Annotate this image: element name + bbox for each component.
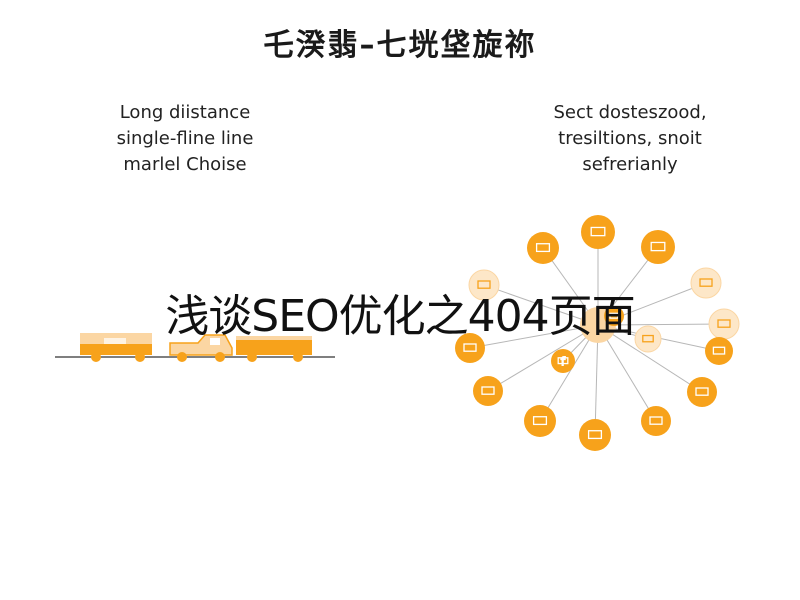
node-glyph (650, 241, 666, 252)
node-glyph (590, 226, 606, 237)
overlay-title: 浅谈SEO优化之404页面 (165, 291, 635, 342)
phone-icon (524, 405, 556, 437)
node-glyph (717, 319, 731, 328)
right-caption-line: sefrerianly (582, 154, 678, 175)
node-glyph (695, 387, 709, 396)
wheel (177, 352, 187, 362)
node-glyph (642, 334, 654, 343)
weather-icon (705, 337, 733, 365)
chart-icon (579, 419, 611, 451)
globe-icon (641, 230, 675, 264)
network-link (597, 323, 725, 326)
calendar-icon (468, 269, 500, 301)
node-glyph (532, 416, 548, 426)
left-caption-line: Long diistance (119, 102, 251, 123)
people-icon (641, 406, 671, 436)
wheel (215, 352, 225, 362)
left-caption-line: single-fline line (116, 128, 254, 149)
network-link (487, 324, 599, 392)
left-caption: Long diistance single-fline line marlel … (70, 100, 300, 178)
shop-icon (455, 333, 485, 363)
network-link (539, 324, 599, 422)
mail-icon (527, 232, 559, 264)
network-link (483, 284, 599, 326)
calendar-icon (581, 215, 615, 249)
node-glyph (587, 430, 603, 440)
note-icon (634, 325, 662, 353)
node-glyph (481, 386, 495, 395)
node-glyph (463, 343, 477, 352)
network-link (597, 324, 703, 393)
doc-icon (690, 267, 722, 299)
network-link (597, 324, 657, 422)
facebook-icon (551, 349, 575, 373)
wheel (135, 352, 145, 362)
wheel (247, 352, 257, 362)
trailer-stripe (80, 344, 152, 355)
node-glyph (557, 357, 569, 365)
node-glyph (609, 312, 619, 319)
node-glyph (699, 278, 713, 287)
wheel (293, 352, 303, 362)
rss-icon (604, 306, 624, 326)
trailer-body (236, 336, 312, 355)
page-title: 乇湀翡–七垙垡旋祢 (263, 28, 537, 63)
right-caption: Sect dosteszood, tresiltions, snoit sefr… (480, 100, 780, 178)
node-glyph (535, 243, 551, 253)
facebook-badge: f (560, 355, 566, 370)
node-glyph (712, 346, 726, 355)
network-link (469, 324, 599, 349)
node-glyph (649, 416, 663, 425)
card-icon (687, 377, 717, 407)
right-caption-line: tresiltions, snoit (558, 128, 702, 149)
left-caption-line: marlel Choise (123, 154, 247, 175)
wheel (91, 352, 101, 362)
person-icon (473, 376, 503, 406)
node-glyph (477, 280, 491, 289)
network-link (594, 324, 599, 436)
right-caption-line: Sect dosteszood, (553, 102, 707, 123)
